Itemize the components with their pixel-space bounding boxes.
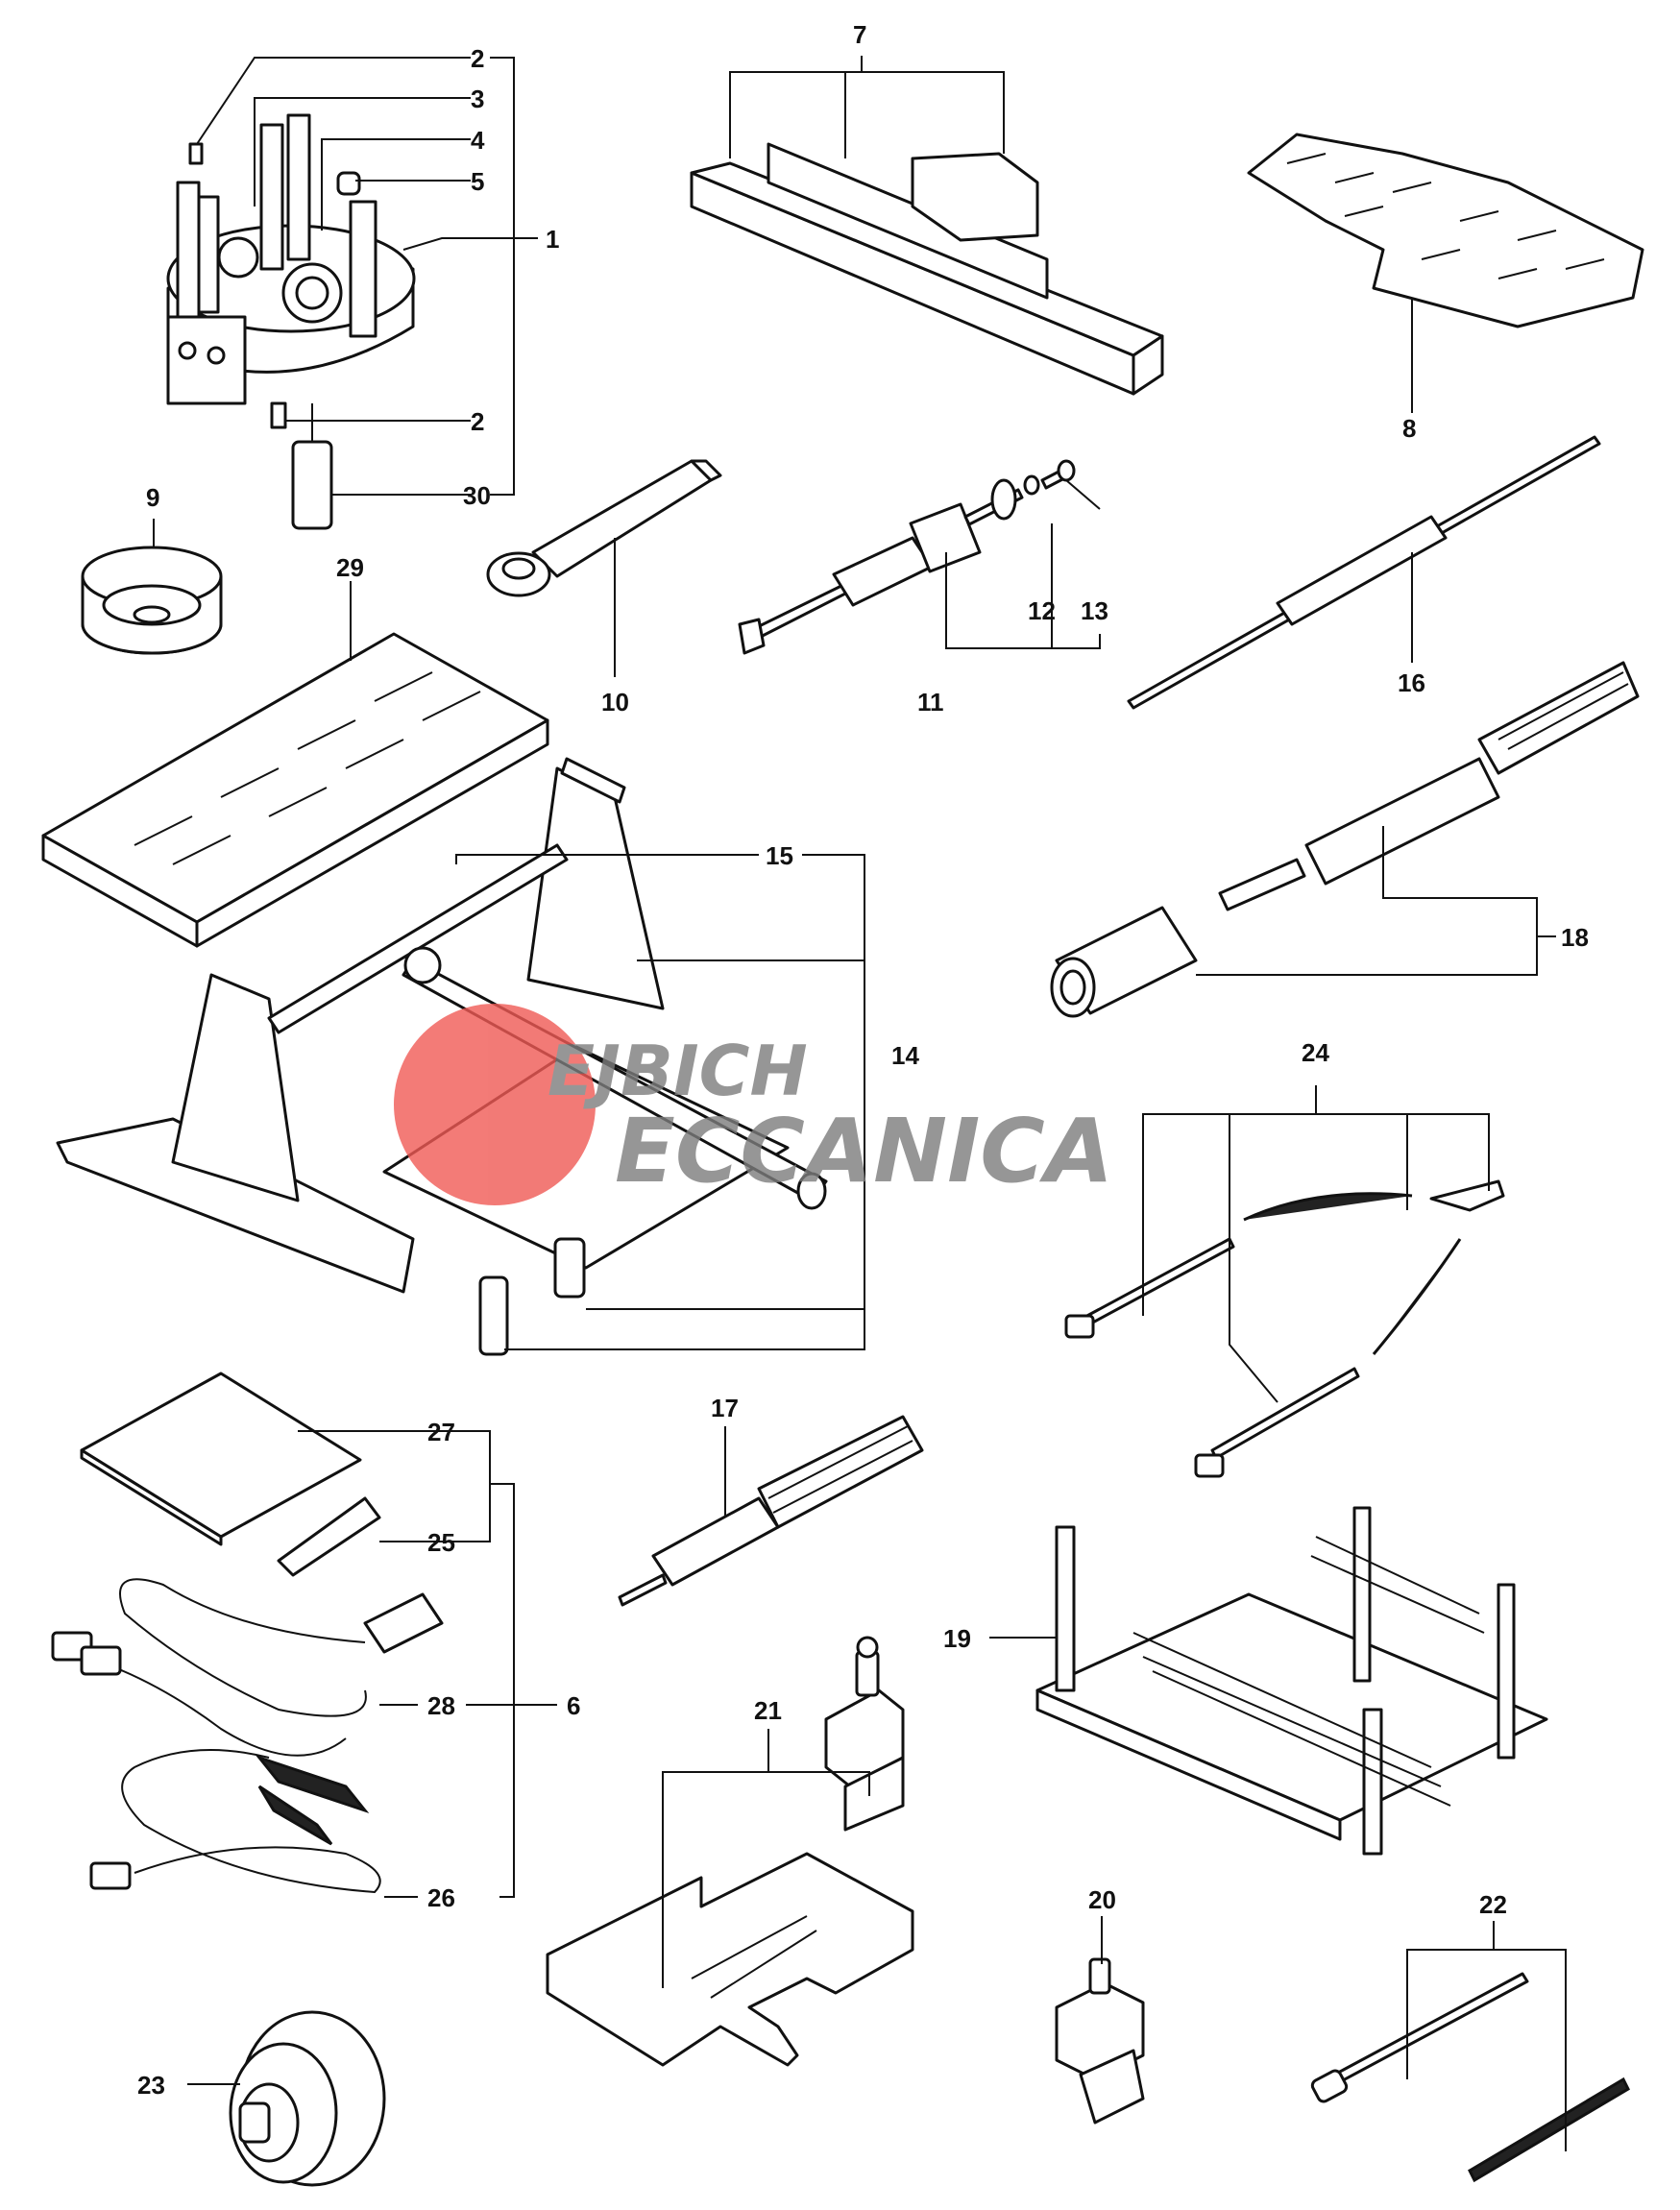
part-10-wrench (486, 459, 722, 597)
callout-13: 13 (1081, 596, 1108, 625)
part-20-block (1055, 1957, 1145, 2125)
callout-3: 3 (471, 85, 484, 113)
callout-22: 22 (1479, 1890, 1507, 1919)
part-23-knob (229, 2010, 386, 2187)
part-1-plate-assembly (166, 113, 416, 530)
callout-15: 15 (766, 841, 793, 870)
watermark: EJBICH ECCANICA (394, 1004, 1113, 1205)
watermark-line-2: ECCANICA (615, 1100, 1113, 1202)
callout-19: 19 (943, 1624, 971, 1653)
part-22-rods (1310, 1972, 1630, 2183)
callout-16: 16 (1398, 668, 1425, 697)
part-17-handle-tool (618, 1415, 924, 1607)
part-8-template-plate (1247, 133, 1644, 328)
callout-25: 25 (427, 1528, 455, 1557)
part-29-tray (41, 632, 549, 948)
callout-2-bottom: 2 (471, 407, 484, 436)
part-18-puller (1050, 661, 1640, 1018)
callout-6: 6 (567, 1691, 580, 1720)
leader-lines (153, 56, 1567, 2151)
callout-5: 5 (471, 167, 484, 196)
callout-17: 17 (711, 1394, 739, 1422)
callout-30: 30 (463, 481, 491, 510)
part-25-usb-key (277, 1496, 381, 1577)
callout-10: 10 (601, 688, 629, 716)
part-11-slide-hammer (738, 459, 1076, 655)
part-27-manual (80, 1372, 362, 1546)
callout-21: 21 (754, 1696, 782, 1725)
callout-26: 26 (427, 1883, 455, 1912)
callout-11: 11 (917, 688, 944, 716)
callout-labels: 2 3 4 5 1 2 30 7 8 9 10 11 12 13 16 29 1… (137, 20, 1589, 2100)
callout-9: 9 (146, 483, 159, 512)
callout-2-top: 2 (471, 44, 484, 73)
part-19-frame (1035, 1506, 1548, 1856)
callout-29: 29 (336, 553, 364, 582)
part-7-rail-set (690, 142, 1164, 396)
part-21-plate-block (546, 1636, 914, 2067)
watermark-circle (394, 1004, 596, 1205)
part-26-clamp-cable (89, 1749, 381, 1894)
callout-12: 12 (1028, 596, 1056, 625)
part-9-ring-nut (81, 546, 223, 655)
callout-23: 23 (137, 2071, 165, 2100)
callout-20: 20 (1088, 1885, 1116, 1914)
callout-28: 28 (427, 1691, 455, 1720)
callout-18: 18 (1561, 923, 1589, 952)
callout-8: 8 (1402, 414, 1416, 443)
part-28-cable (51, 1578, 444, 1757)
callout-4: 4 (471, 126, 485, 155)
callout-7: 7 (853, 20, 866, 49)
callout-24: 24 (1302, 1038, 1329, 1067)
part-24-hose-kit (1064, 1179, 1505, 1478)
callout-27: 27 (427, 1418, 455, 1446)
callout-1: 1 (546, 225, 559, 254)
part-16-rod (1127, 435, 1601, 710)
callout-14: 14 (891, 1041, 919, 1070)
watermark-line-1: EJBICH (548, 1031, 808, 1111)
